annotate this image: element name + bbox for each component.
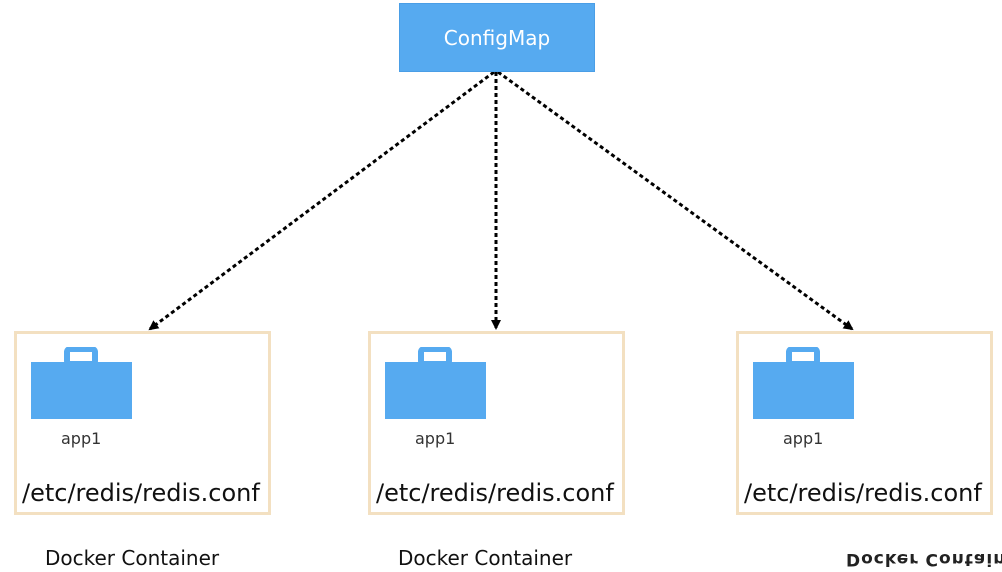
docker-container-3: app1 /etc/redis/redis.conf	[736, 331, 993, 515]
app-label: app1	[783, 429, 824, 448]
config-path-label: /etc/redis/redis.conf	[744, 479, 982, 507]
container-caption-3: Docker Container	[846, 549, 1002, 569]
configmap-box: ConfigMap	[399, 3, 595, 72]
configmap-label: ConfigMap	[443, 25, 551, 50]
briefcase-icon	[31, 347, 132, 419]
arrow-to-container-1	[148, 70, 495, 331]
docker-container-1: app1 /etc/redis/redis.conf	[14, 331, 271, 515]
docker-container-2: app1 /etc/redis/redis.conf	[368, 331, 625, 515]
app-label: app1	[61, 429, 102, 448]
briefcase-icon	[385, 347, 486, 419]
container-caption-1: Docker Container	[45, 546, 220, 570]
container-caption-2: Docker Container	[398, 546, 573, 570]
briefcase-icon	[753, 347, 854, 419]
arrow-to-container-3	[497, 70, 854, 331]
app-label: app1	[415, 429, 456, 448]
config-path-label: /etc/redis/redis.conf	[376, 479, 614, 507]
config-path-label: /etc/redis/redis.conf	[22, 479, 260, 507]
